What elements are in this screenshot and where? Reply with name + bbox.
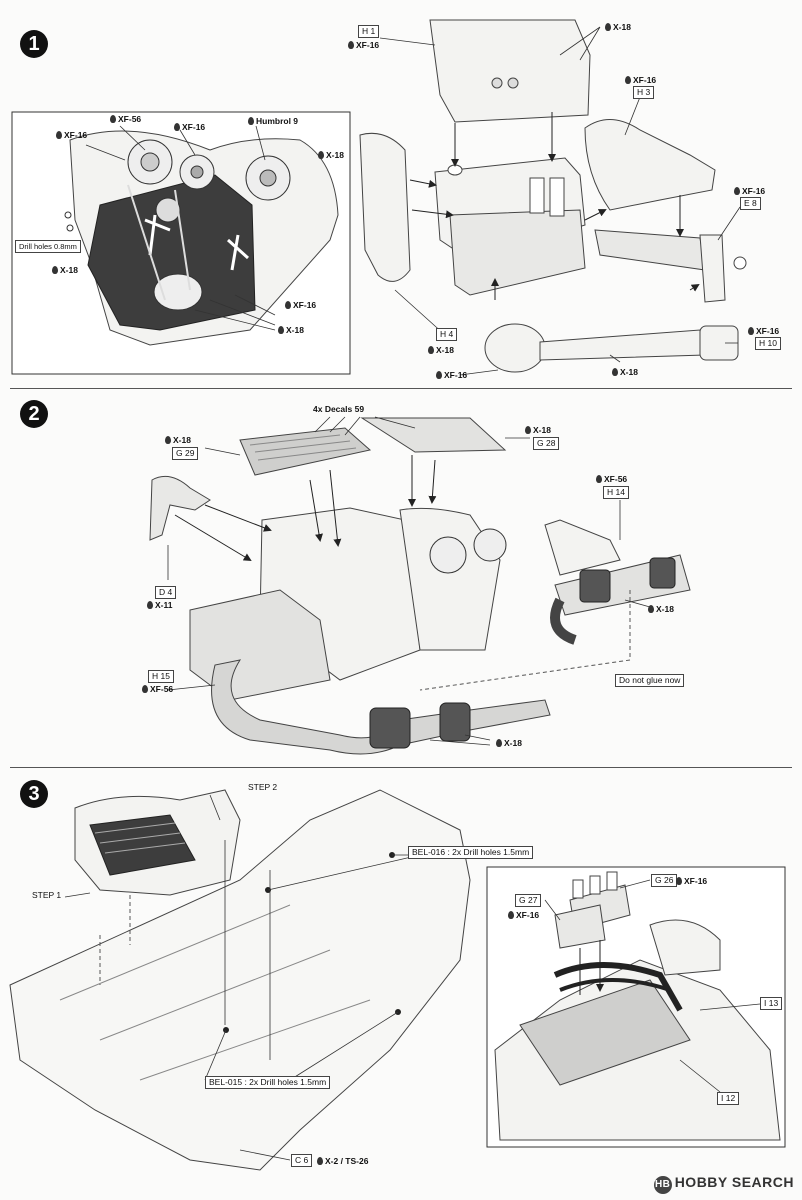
paint-drop-icon xyxy=(56,131,62,139)
paint-drop-icon xyxy=(496,739,502,747)
paint-drop-icon xyxy=(676,877,682,885)
paint-drop-icon xyxy=(248,117,254,125)
section-divider xyxy=(10,767,792,768)
timing-cover-h4 xyxy=(359,132,411,282)
paint-x18-label: X-18 xyxy=(165,435,191,445)
step-number-2: 2 xyxy=(20,400,48,428)
part-d4-tag: D 4 xyxy=(155,586,177,599)
paint-drop-icon xyxy=(596,475,602,483)
gearbox-h3 xyxy=(584,119,716,211)
paint-xf16-label: XF-16 xyxy=(748,326,779,336)
paint-x18-label: X-18 xyxy=(428,345,454,355)
part-i12-tag: I 12 xyxy=(717,1092,740,1105)
paint-drop-icon xyxy=(147,601,153,609)
paint-drop-icon xyxy=(285,301,291,309)
paint-drop-icon xyxy=(348,41,354,49)
part-c6-tag: C 6 xyxy=(291,1154,313,1167)
part-h14-tag: H 14 xyxy=(603,486,629,499)
driveshaft-tunnel xyxy=(594,229,706,271)
paint-x18-label: X-18 xyxy=(605,22,631,32)
pipe-d4 xyxy=(149,475,211,541)
decal-note: 4x Decals 59 xyxy=(313,404,365,414)
paint-xf16-label: XF-16 xyxy=(174,122,205,132)
paint-x18-label: X-18 xyxy=(318,150,344,160)
paint-xf16-label: XF-16 xyxy=(508,910,539,920)
paint-x18-label: X-18 xyxy=(496,738,522,748)
part-g27-tag: G 27 xyxy=(515,894,542,907)
paint-drop-icon xyxy=(428,346,434,354)
manifold-h14 xyxy=(544,519,621,576)
paint-drop-icon xyxy=(605,23,611,31)
step-1-reference: STEP 1 xyxy=(32,890,62,900)
valve-cover-g28 xyxy=(360,417,507,453)
paint-xf16-label: XF-16 xyxy=(734,186,765,196)
paint-drop-icon xyxy=(142,685,148,693)
paint-drop-icon xyxy=(648,605,654,613)
mount-e8 xyxy=(699,234,726,303)
paint-xf56-label: XF-56 xyxy=(110,114,141,124)
part-g29-tag: G 29 xyxy=(172,447,199,460)
paint-drop-icon xyxy=(612,368,618,376)
crank-pulley xyxy=(153,273,203,311)
paint-x18-label: X-18 xyxy=(52,265,78,275)
paint-drop-icon xyxy=(165,436,171,444)
paint-xf16-label: XF-16 xyxy=(436,370,467,380)
paint-x18-label: X-18 xyxy=(648,604,674,614)
paint-drop-icon xyxy=(317,1157,323,1165)
hobby-search-logo-icon: HB xyxy=(653,1176,672,1194)
paint-x18-label: X-18 xyxy=(278,325,304,335)
part-h10-tag: H 10 xyxy=(755,337,781,350)
paint-humbrol-label: Humbrol 9 xyxy=(248,116,298,126)
paint-xf16-label: XF-16 xyxy=(348,40,379,50)
drill-note: Drill holes 0.8mm xyxy=(15,240,81,253)
paint-xf16-label: XF-16 xyxy=(285,300,316,310)
paint-drop-icon xyxy=(748,327,754,335)
part-h3-tag: H 3 xyxy=(633,86,655,99)
paint-drop-icon xyxy=(508,911,514,919)
paint-drop-icon xyxy=(52,266,58,274)
paint-drop-icon xyxy=(734,187,740,195)
section-divider xyxy=(10,388,792,389)
part-g26-tag: G 26 xyxy=(651,874,678,887)
coil-pack-g27 xyxy=(554,904,606,949)
timing-cover-dark xyxy=(87,174,256,331)
step-2-reference: STEP 2 xyxy=(248,782,278,792)
paint-drop-icon xyxy=(110,115,116,123)
chassis-floor xyxy=(9,789,471,1171)
paint-x18-label: X-18 xyxy=(612,367,638,377)
paint-drop-icon xyxy=(318,151,324,159)
paint-drop-icon xyxy=(525,426,531,434)
paint-drop-icon xyxy=(625,76,631,84)
propshaft xyxy=(539,329,706,361)
part-h4-tag: H 4 xyxy=(436,328,458,341)
do-not-glue-note: Do not glue now xyxy=(615,674,685,687)
paint-xf16-label: XF-16 xyxy=(56,130,87,140)
step-number-1: 1 xyxy=(20,30,48,58)
part-h1-tag: H 1 xyxy=(358,25,380,38)
paint-drop-icon xyxy=(174,123,180,131)
paint-xf16-label: XF-16 xyxy=(625,75,656,85)
part-e8-tag: E 8 xyxy=(740,197,761,210)
paint-xf16-label: XF-16 xyxy=(676,876,707,886)
drill-note-bel015: BEL-015 : 2x Drill holes 1.5mm xyxy=(205,1076,331,1089)
pulley-idler xyxy=(155,197,181,223)
oil-pan-h1 xyxy=(429,19,591,123)
paint-xf56-label: XF-56 xyxy=(142,684,173,694)
paint-x2-ts26-label: X-2 / TS-26 xyxy=(317,1156,368,1166)
part-g28-tag: G 28 xyxy=(533,437,560,450)
valve-cover-g29 xyxy=(239,427,372,476)
paint-x11-label: X-11 xyxy=(147,600,173,610)
paint-x18-label: X-18 xyxy=(525,425,551,435)
drill-note-bel016: BEL-016 : 2x Drill holes 1.5mm xyxy=(408,846,534,859)
paint-drop-icon xyxy=(436,371,442,379)
part-i13-tag: I 13 xyxy=(760,997,783,1010)
part-h15-tag: H 15 xyxy=(148,670,174,683)
paint-drop-icon xyxy=(278,326,284,334)
paint-xf56-label: XF-56 xyxy=(596,474,627,484)
step-number-3: 3 xyxy=(20,780,48,808)
clutch-h10 xyxy=(484,323,546,373)
